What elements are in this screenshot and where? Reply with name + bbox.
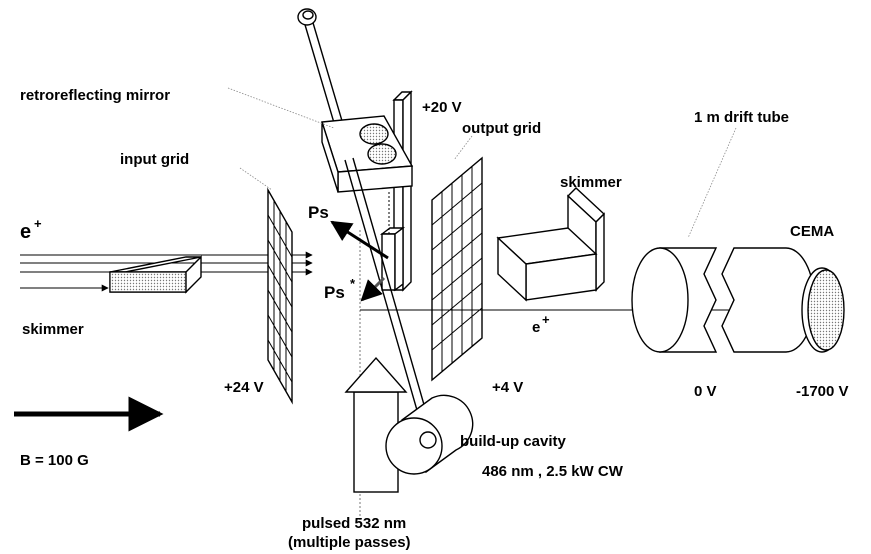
interaction-block [379, 192, 406, 292]
retroreflecting-mirror-block [321, 115, 414, 193]
label-0v: 0 V [694, 383, 717, 400]
label-output-grid: output grid [462, 120, 541, 137]
label-e-plus-small: e [532, 319, 540, 336]
label-ps-star: Ps [324, 283, 345, 302]
label-retroreflecting-mirror: retroreflecting mirror [20, 87, 170, 104]
leader-lines [227, 87, 737, 239]
cavity-beam [344, 157, 434, 439]
label-plus-4v: +4 V [492, 379, 523, 396]
label-input-grid: input grid [120, 151, 189, 168]
label-multiple-passes: (multiple passes) [288, 534, 411, 551]
label-plus-20v: +20 V [422, 99, 462, 116]
skimmer-right-block [496, 187, 606, 302]
buildup-cavity [385, 394, 474, 475]
label-b-field: B = 100 G [20, 452, 89, 469]
label-ps: Ps [308, 203, 329, 222]
label-skimmer-left: skimmer [22, 321, 84, 338]
label-drift-tube: 1 m drift tube [694, 109, 789, 126]
label-plus-24v: +24 V [224, 379, 264, 396]
drift-tube [631, 247, 815, 353]
cema-detector [801, 267, 845, 353]
label-cema: CEMA [790, 223, 834, 240]
label-skimmer-right: skimmer [560, 174, 622, 191]
label-laser-cw: 486 nm , 2.5 kW CW [482, 463, 624, 480]
label-pulsed: pulsed 532 nm [302, 515, 406, 532]
label-ps-star-sup: * [350, 276, 356, 291]
label-e-plus-small-sup: + [542, 312, 550, 327]
input-grid [267, 187, 293, 405]
output-grid [431, 156, 483, 382]
ps-arrow [330, 220, 389, 260]
skimmer-left-block [109, 255, 202, 294]
label-minus-1700v: -1700 V [796, 383, 849, 400]
label-buildup-cavity: build-up cavity [460, 433, 567, 450]
ps-star-arrow [360, 276, 386, 302]
label-e-plus-big: e [20, 221, 31, 243]
label-e-plus-big-sup: + [34, 216, 42, 231]
